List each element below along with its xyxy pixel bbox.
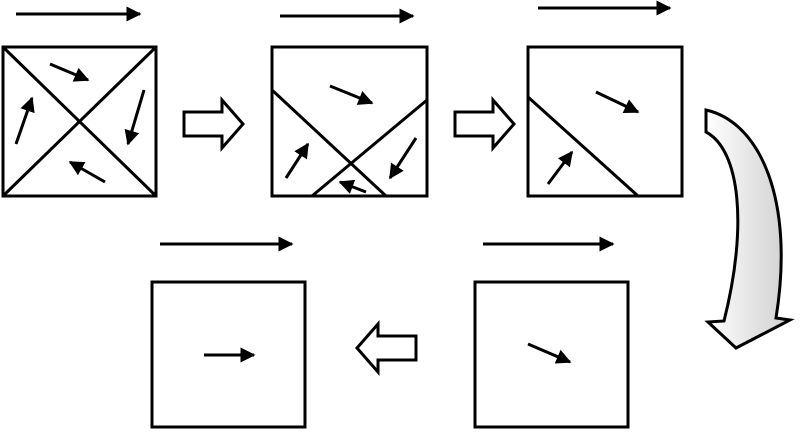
panel-2-boundary-a — [270, 88, 388, 198]
panel-1 — [1, 6, 158, 198]
panel-5 — [150, 236, 307, 429]
panel-3-frame — [526, 45, 684, 198]
panel-1-arrow-top — [49, 62, 90, 82]
panel-2-boundary-b — [311, 98, 428, 198]
panel-2-arrow-right — [388, 137, 418, 180]
panel-2 — [270, 8, 429, 198]
panel-1-arrow-bottom — [68, 160, 106, 184]
panel-2-arrow-left — [284, 142, 310, 179]
transition-arrow-3-to-4 — [704, 108, 795, 350]
panel-4-arrow — [527, 342, 572, 364]
panel-1-arrow-left — [14, 96, 35, 145]
panel-3 — [526, 0, 684, 198]
transition-arrow-1-to-2 — [182, 96, 245, 152]
panel-1-diagonal-b — [1, 45, 158, 198]
panel-3-boundary — [526, 95, 640, 198]
panel-3-arrow-lower — [546, 150, 574, 185]
transition-arrow-4-to-5 — [355, 320, 418, 376]
transition-arrow-2-to-3 — [453, 96, 516, 152]
panel-2-frame — [270, 45, 429, 198]
panel-3-arrow-upper — [595, 90, 640, 114]
panel-2-arrow-top — [329, 84, 374, 105]
panel-2-arrow-bottom — [338, 179, 367, 194]
panel-1-arrow-right — [124, 89, 146, 146]
panel-4 — [473, 236, 630, 429]
